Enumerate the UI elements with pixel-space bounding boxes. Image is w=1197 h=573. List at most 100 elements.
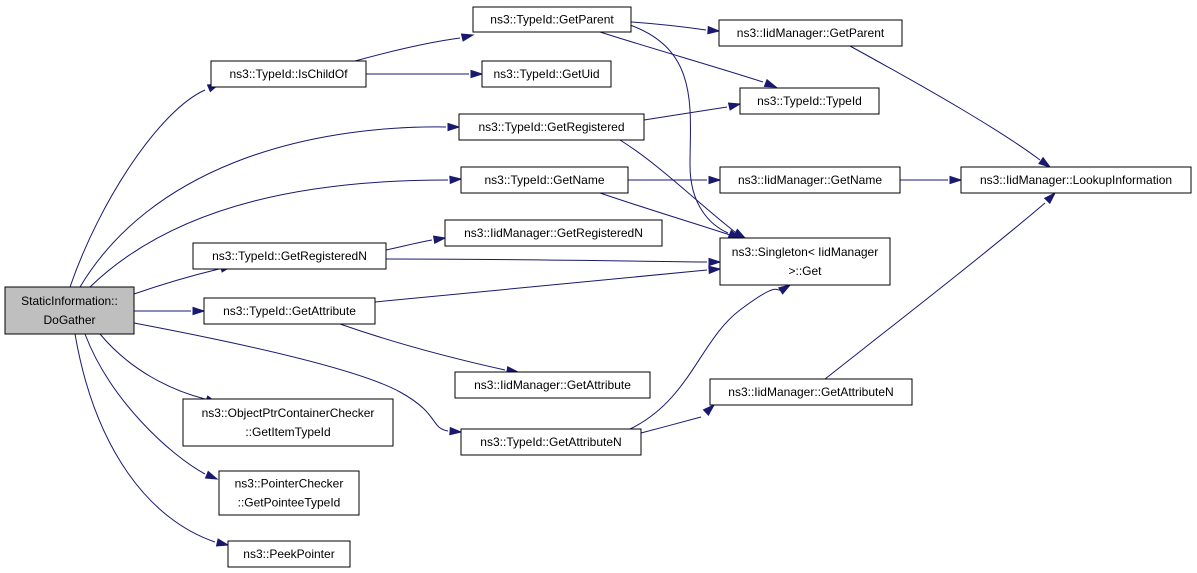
call-edge-getattribute-to-iid_getattribute bbox=[339, 323, 520, 375]
node-getparent[interactable]: ns3::TypeId::GetParent bbox=[472, 6, 632, 33]
node-label: ns3::TypeId::GetUid bbox=[493, 67, 599, 81]
node-label: ns3::PointerChecker bbox=[235, 477, 344, 491]
edge-line bbox=[339, 323, 506, 371]
call-edge-dogather-to-peekpointer bbox=[74, 333, 230, 547]
arrowhead-icon bbox=[949, 175, 963, 185]
node-label: ns3::IidManager::GetAttribute bbox=[474, 378, 631, 392]
call-edge-getattribute-to-singleton_get bbox=[374, 265, 722, 303]
call-edge-getparent-to-iid_getparent bbox=[630, 21, 721, 35]
node-box bbox=[719, 237, 891, 286]
arrowhead-icon bbox=[708, 265, 722, 275]
node-ischildof[interactable]: ns3::TypeId::IsChildOf bbox=[210, 60, 367, 88]
call-edge-iid_getparent-to-lookupinformation bbox=[849, 45, 1052, 168]
node-iid_getname[interactable]: ns3::IidManager::GetName bbox=[719, 166, 901, 194]
node-label: ns3::TypeId::GetAttributeN bbox=[480, 435, 621, 449]
node-label: ::GetItemTypeId bbox=[245, 425, 330, 439]
node-lookupinformation[interactable]: ns3::IidManager::LookupInformation bbox=[960, 166, 1192, 194]
arrowhead-icon bbox=[204, 470, 219, 480]
node-box bbox=[709, 378, 913, 406]
nodes: StaticInformation::DoGatherns3::TypeId::… bbox=[4, 6, 1192, 568]
node-box bbox=[218, 470, 360, 516]
node-label: ns3::PeekPointer bbox=[243, 547, 334, 561]
node-getname[interactable]: ns3::TypeId::GetName bbox=[460, 166, 629, 194]
call-edge-dogather-to-getregistered bbox=[79, 122, 461, 288]
call-edge-getregisteredn-to-singleton_get bbox=[385, 257, 722, 267]
arrowhead-icon bbox=[707, 25, 721, 35]
node-label: DoGather bbox=[43, 313, 95, 327]
node-box bbox=[718, 19, 903, 47]
node-iid_getattributen[interactable]: ns3::IidManager::GetAttributeN bbox=[709, 378, 913, 406]
node-getitemtypeid[interactable]: ns3::ObjectPtrContainerChecker::GetItemT… bbox=[182, 398, 394, 447]
node-box bbox=[203, 297, 376, 325]
node-iid_getregisteredn[interactable]: ns3::IidManager::GetRegisteredN bbox=[444, 219, 663, 247]
node-box bbox=[719, 166, 901, 194]
arrowhead-icon bbox=[708, 175, 722, 185]
edges bbox=[69, 21, 1057, 547]
node-box bbox=[192, 242, 387, 270]
node-box bbox=[460, 428, 642, 456]
node-label: ns3::IidManager::GetRegisteredN bbox=[464, 226, 643, 240]
node-label: ns3::IidManager::GetParent bbox=[737, 26, 885, 40]
edge-line bbox=[133, 322, 449, 432]
node-peekpointer[interactable]: ns3::PeekPointer bbox=[227, 540, 351, 568]
node-iid_getattribute[interactable]: ns3::IidManager::GetAttribute bbox=[454, 371, 651, 399]
node-box bbox=[458, 113, 645, 141]
edge-line bbox=[643, 106, 728, 121]
arrowhead-icon bbox=[1038, 156, 1052, 168]
node-getattribute[interactable]: ns3::TypeId::GetAttribute bbox=[203, 297, 376, 325]
node-label: ns3::TypeId::IsChildOf bbox=[229, 67, 348, 81]
node-label: ns3::IidManager::GetName bbox=[738, 173, 882, 187]
call-edge-dogather-to-getname bbox=[89, 175, 463, 288]
edge-line bbox=[599, 31, 764, 83]
call-edge-iid_getname-to-lookupinformation bbox=[900, 175, 963, 185]
node-label: ns3::ObjectPtrContainerChecker bbox=[202, 406, 375, 420]
arrowhead-icon bbox=[449, 175, 463, 185]
node-label: StaticInformation:: bbox=[21, 294, 118, 308]
node-label: ns3::TypeId::GetRegistered bbox=[478, 120, 624, 134]
edge-line bbox=[629, 24, 729, 234]
arrowhead-icon bbox=[449, 426, 463, 436]
arrowhead-icon bbox=[763, 78, 778, 88]
node-box bbox=[227, 540, 351, 568]
node-getattributen[interactable]: ns3::TypeId::GetAttributeN bbox=[460, 428, 642, 456]
call-edge-getname-to-iid_getname bbox=[628, 175, 722, 185]
call-edge-getregisteredn-to-iid_getregisteredn bbox=[385, 235, 447, 251]
node-box bbox=[460, 166, 629, 194]
node-getpointeetypeid[interactable]: ns3::PointerChecker::GetPointeeTypeId bbox=[218, 470, 360, 516]
call-edge-iid_getattributen-to-lookupinformation bbox=[824, 191, 1057, 380]
edge-line bbox=[599, 192, 731, 236]
arrowhead-icon bbox=[778, 284, 792, 295]
edge-line bbox=[619, 139, 736, 233]
node-iid_getparent[interactable]: ns3::IidManager::GetParent bbox=[718, 19, 903, 47]
node-box bbox=[960, 166, 1192, 194]
node-label: ::GetPointeeTypeId bbox=[238, 496, 341, 510]
node-label: ns3::TypeId::GetRegisteredN bbox=[212, 249, 367, 263]
node-dogather[interactable]: StaticInformation::DoGather bbox=[4, 286, 135, 335]
node-getregistered[interactable]: ns3::TypeId::GetRegistered bbox=[458, 113, 645, 141]
node-label: ns3::IidManager::LookupInformation bbox=[980, 173, 1172, 187]
arrowhead-icon bbox=[727, 102, 742, 111]
call-edge-getattributen-to-iid_getattributen bbox=[640, 403, 716, 434]
edge-line bbox=[84, 333, 206, 475]
arrowhead-icon bbox=[215, 538, 230, 547]
node-box bbox=[444, 219, 663, 247]
edge-line bbox=[385, 239, 433, 251]
node-box bbox=[739, 87, 880, 115]
node-box bbox=[182, 398, 394, 447]
call-edge-ischildof-to-getuid bbox=[366, 69, 484, 79]
node-box bbox=[4, 286, 135, 335]
edge-line bbox=[99, 333, 206, 400]
node-getuid[interactable]: ns3::TypeId::GetUid bbox=[481, 60, 612, 88]
edge-line bbox=[640, 416, 702, 434]
edge-line bbox=[74, 333, 216, 543]
edge-line bbox=[133, 268, 220, 295]
node-typeid_ctor[interactable]: ns3::TypeId::TypeId bbox=[739, 87, 880, 115]
node-getregisteredn[interactable]: ns3::TypeId::GetRegisteredN bbox=[192, 242, 387, 270]
arrowhead-icon bbox=[447, 122, 461, 132]
arrowhead-icon bbox=[192, 306, 206, 316]
node-singleton_get[interactable]: ns3::Singleton< IidManager>::Get bbox=[719, 237, 891, 286]
call-edge-dogather-to-getpointeetypeid bbox=[84, 333, 219, 480]
edge-line bbox=[89, 179, 449, 288]
node-label: ns3::TypeId::GetAttribute bbox=[223, 304, 356, 318]
